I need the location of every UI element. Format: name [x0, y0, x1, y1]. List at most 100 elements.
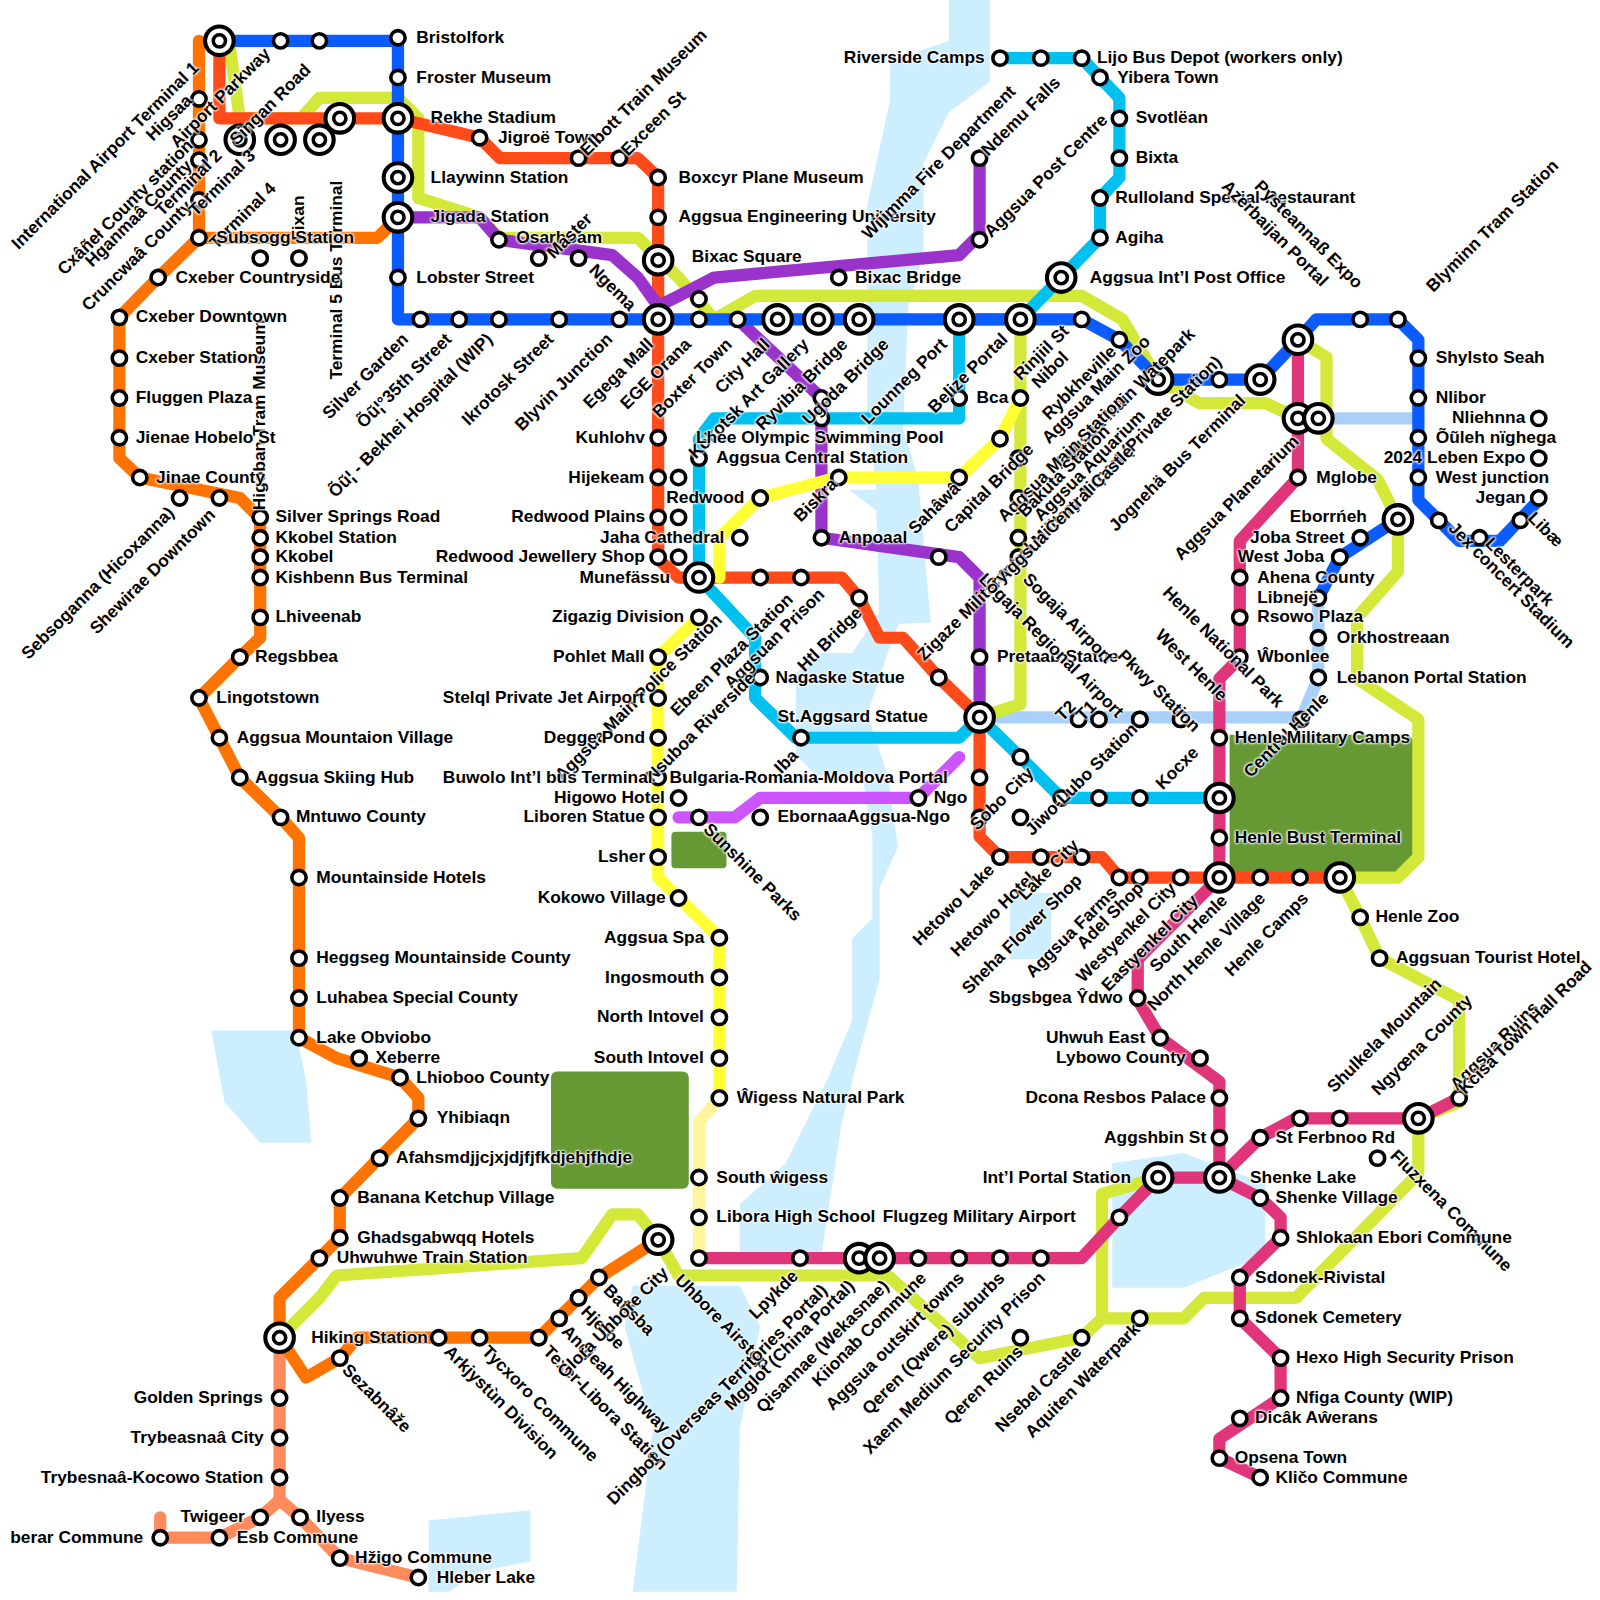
interchange-core [771, 313, 783, 325]
interchange-core [1213, 792, 1225, 804]
station-dot [212, 491, 226, 505]
interchange-core [1412, 1112, 1424, 1124]
station-label: Sunshine Parks [699, 819, 805, 925]
interchange-ring [384, 163, 413, 192]
station-dot [312, 34, 326, 48]
station-label: Bixta [1136, 148, 1178, 168]
station-label: Kuhlohv [576, 428, 645, 448]
station-label: Aggsua-Ngo [847, 807, 950, 827]
station-label: Aggsua Mountaion Village [237, 728, 454, 748]
station-label: Bulgaria-Romania-Moldova Portal [669, 767, 948, 787]
station-label: Kokowo Village [538, 888, 666, 908]
station-dot [1212, 1451, 1226, 1465]
station-label: Lijo Bus Depot (workers only) [1097, 48, 1343, 68]
station-dot [1013, 750, 1027, 764]
interchange-core [1213, 871, 1225, 883]
station-dot [253, 531, 267, 545]
station-dot [1353, 531, 1367, 545]
station-dot [1212, 1091, 1226, 1105]
station-dot [532, 1331, 546, 1345]
station-dot [1411, 351, 1425, 365]
station-dot [1233, 1270, 1247, 1284]
station-dot [1212, 1131, 1226, 1145]
station-label: Lhioboo County [416, 1067, 549, 1087]
interchange-core [1254, 373, 1266, 385]
station-label: Hiking Station [311, 1328, 428, 1348]
station-dot [1253, 1131, 1267, 1145]
station-dot [293, 1510, 307, 1524]
station-label: Fluggen Plaza [136, 388, 253, 408]
station-dot [1112, 870, 1126, 884]
station-label: Zigazig Division [552, 607, 684, 627]
station-dot [1092, 791, 1106, 805]
station-label: Hijekeam [568, 467, 644, 487]
station-label: Blyminn Tram Station [1423, 156, 1564, 297]
station-dot [273, 34, 287, 48]
station-label: Riverside Camps [844, 48, 985, 68]
station-label: Bixac Bridge [855, 267, 961, 287]
station-dot [1133, 712, 1147, 726]
interchange-core [1014, 313, 1026, 325]
station-dot [1112, 1210, 1126, 1224]
station-dot [993, 51, 1007, 65]
station-dot [671, 791, 685, 805]
station-dot [712, 1051, 726, 1065]
station-label: Õũleh nïghega [1436, 428, 1556, 448]
station-dot [253, 550, 267, 564]
station-label: Rsowo Plaza [1257, 607, 1363, 627]
interchange-core [274, 134, 286, 146]
station-label: Jegan [1475, 488, 1525, 508]
interchange-core [1292, 334, 1304, 346]
station-dot [133, 470, 147, 484]
interchange-ring [945, 305, 974, 334]
station-dot [671, 550, 685, 564]
station-dot [1093, 231, 1107, 245]
station-dot [814, 531, 828, 545]
station-dot [712, 1091, 726, 1105]
station-dot [292, 1031, 306, 1045]
station-label: Degge Pond [544, 728, 645, 748]
station-dot [1193, 1051, 1207, 1065]
station-dot [112, 310, 126, 324]
station-dot [352, 1051, 366, 1065]
station-dot [712, 1010, 726, 1024]
interchange-ring [865, 1244, 894, 1273]
station-label: Trybeasnaâ City [131, 1428, 264, 1448]
station-dot [1532, 451, 1546, 465]
station-dot [1173, 870, 1187, 884]
station-dot [472, 131, 486, 145]
interchange-ring [644, 1226, 673, 1255]
station-dot [571, 1291, 585, 1305]
station-label: Cxeber Station [136, 348, 258, 368]
station-dot [1153, 1031, 1167, 1045]
station-dot [333, 1231, 347, 1245]
interchange-core [392, 171, 404, 183]
interchange-ring [1144, 1163, 1173, 1192]
station-label: Redwood Plains [511, 507, 645, 527]
station-label: Llaywinn Station [431, 167, 569, 187]
station-dot [1034, 1251, 1048, 1265]
station-label: Sbgsbgea Ŷdwo [989, 988, 1123, 1008]
station-dot [651, 810, 665, 824]
station-dot [1311, 631, 1325, 645]
station-dot [112, 391, 126, 405]
station-label: Rekhe Stadium [431, 108, 556, 128]
interchange-core [334, 112, 346, 124]
station-label: West Joba [1238, 547, 1324, 567]
station-dot [972, 233, 986, 247]
station-dot [292, 951, 306, 965]
station-dot [1372, 951, 1386, 965]
station-label: Lingotstown [216, 688, 319, 708]
station-dot [1391, 312, 1405, 326]
station-dot [911, 1251, 925, 1265]
water-body [211, 1031, 311, 1143]
station-dot [1333, 550, 1347, 564]
station-dot [1233, 1411, 1247, 1425]
interchange-ring [644, 246, 673, 275]
station-label: Joba Street [1250, 528, 1344, 548]
station-label: 2024 Leben Expo [1384, 448, 1526, 468]
station-label: Dicâk Aŵerans [1255, 1408, 1378, 1428]
station-label: Banana Ketchup Village [357, 1188, 554, 1208]
station-label: Redwood Jewellery Shop [436, 547, 645, 567]
station-label: Golden Springs [134, 1388, 263, 1408]
